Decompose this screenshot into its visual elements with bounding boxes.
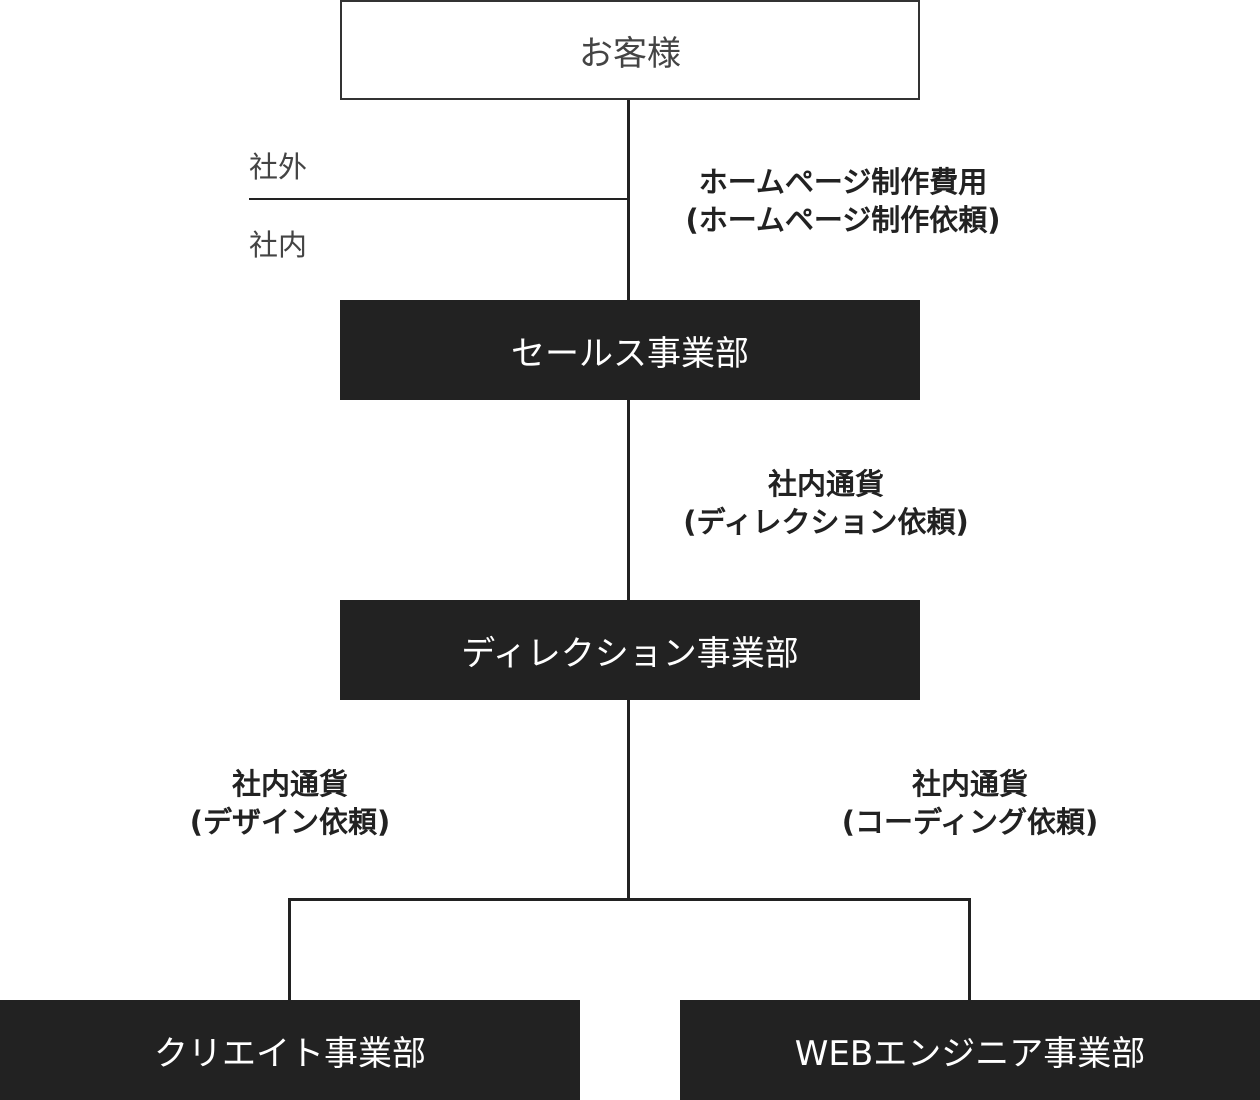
- node-web-engineer: WEBエンジニア事業部: [680, 1000, 1260, 1100]
- edge-label-line1: 社内通貨: [767, 467, 884, 501]
- edge-label-sales-direction: 社内通貨 (ディレクション依頼): [660, 465, 992, 541]
- connector-sales-direction: [627, 400, 630, 600]
- edge-label-direction-web: 社内通貨 (コーディング依頼): [820, 765, 1120, 841]
- node-sales: セールス事業部: [340, 300, 920, 400]
- edge-label-line2: (デザイン依頼): [189, 805, 391, 839]
- branch-right: [968, 898, 971, 1000]
- branch-left: [288, 898, 291, 1000]
- edge-label-customer-sales: ホームページ制作費用 (ホームページ制作依頼): [660, 163, 1026, 239]
- edge-label-line1: ホームページ制作費用: [698, 165, 988, 199]
- connector-direction-branch: [627, 700, 630, 900]
- edge-label-line1: 社内通貨: [911, 767, 1028, 801]
- edge-label-line2: (コーディング依頼): [841, 805, 1099, 839]
- edge-label-line1: 社内通貨: [231, 767, 348, 801]
- node-create: クリエイト事業部: [0, 1000, 580, 1100]
- boundary-line: [249, 198, 629, 200]
- edge-label-line2: (ディレクション依頼): [683, 505, 969, 539]
- node-customer: お客様: [340, 0, 920, 100]
- node-direction: ディレクション事業部: [340, 600, 920, 700]
- label-outside: 社外: [249, 150, 308, 184]
- label-inside: 社内: [249, 228, 308, 262]
- edge-label-line2: (ホームページ制作依頼): [685, 203, 1001, 237]
- branch-horizontal: [288, 898, 971, 901]
- edge-label-direction-create: 社内通貨 (デザイン依頼): [170, 765, 410, 841]
